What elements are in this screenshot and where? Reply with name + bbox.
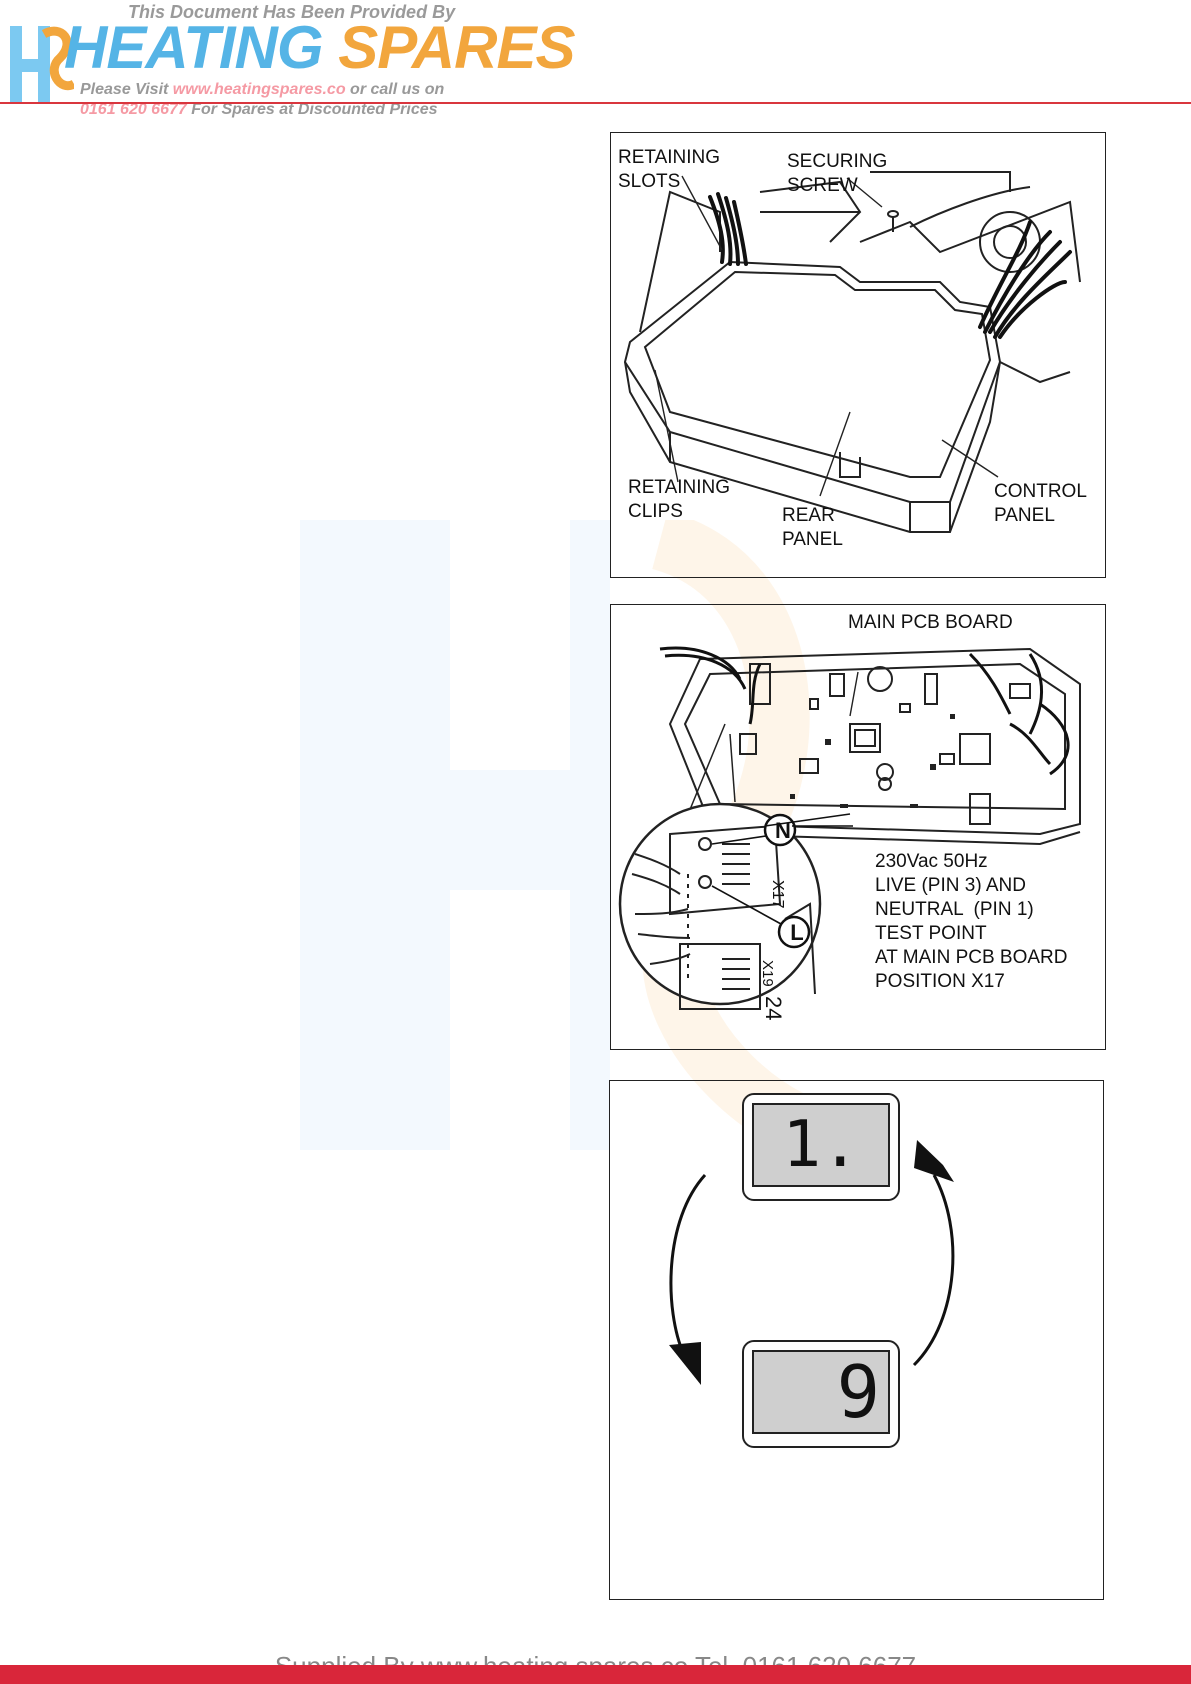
label-main-pcb: MAIN PCB BOARD [848,612,1013,633]
rear-panel-drawing [623,171,1081,533]
label-test-point: 230Vac 50Hz LIVE (PIN 3) AND NEUTRAL (PI… [875,851,1068,992]
arrow-down-head [669,1342,701,1385]
phone-number: 0161 620 6677 [80,101,187,118]
arrow-up-head [914,1140,954,1182]
provided-by-text: This Document Has Been Provided By [128,2,456,22]
label-rear-panel: REAR PANEL [782,505,843,550]
cycle-arrows [669,1140,955,1385]
brand-heating: HEATING [64,14,324,81]
brand-spares: SPARES [338,14,575,81]
label-24: 24 [761,996,786,1021]
phone-line: 0161 620 6677 For Spares at Discounted P… [80,101,438,119]
footer-bar [0,1665,1191,1684]
figure-pcb-test-point [610,604,1106,1050]
visit-prefix: Please Visit [80,81,173,98]
display-top-screen: 1. [752,1103,890,1187]
visit-suffix: or call us on [345,81,445,98]
display-top-value: 1. [782,1108,860,1182]
header-rule [0,102,1191,104]
figure-display-cycle [609,1080,1104,1600]
phone-suffix: For Spares at Discounted Prices [186,101,438,118]
display-bottom-value: 9 [836,1350,880,1434]
label-l: L [790,920,804,945]
label-securing-screw: SECURING SCREW [787,151,888,196]
label-x19: X19 [759,960,776,987]
figure-rear-panel [610,132,1106,578]
label-retaining-clips: RETAINING CLIPS [628,477,731,522]
brand-wordmark: HEATING SPARES [64,8,576,88]
label-n: N [775,818,791,843]
visit-link[interactable]: www.heatingspares.co [172,81,346,98]
display-bottom-screen: 9 [752,1350,890,1434]
label-x17: X17 [769,880,786,909]
visit-line: Please Visit www.heatingspares.co or cal… [80,81,444,99]
display-bottom: 9 [742,1340,900,1448]
label-retaining-slots: RETAINING SLOTS [618,147,721,192]
label-control-panel: CONTROL PANEL [994,481,1087,526]
display-top: 1. [742,1093,900,1201]
hs-logo [10,26,74,104]
pcb-drawing [618,646,1081,1010]
